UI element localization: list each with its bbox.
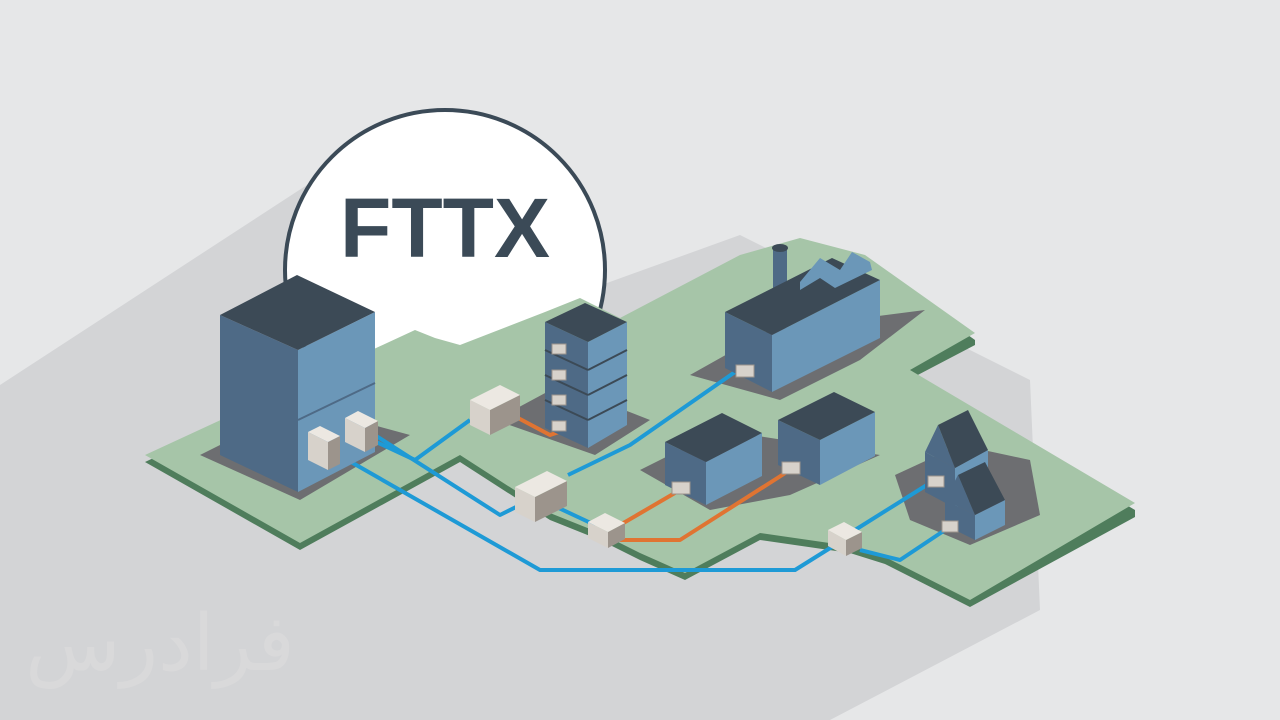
ont-box (551, 343, 567, 355)
box-top (515, 471, 567, 497)
factory-right-face (772, 280, 880, 392)
apartment-floor-line (587, 399, 628, 421)
ont-boxes (551, 343, 959, 533)
factory-chimney-top (772, 244, 788, 252)
house-right-face (975, 500, 1005, 540)
splitter-box-icon (470, 385, 520, 435)
fiber-line (329, 448, 837, 572)
ont-box (551, 420, 567, 432)
box-front (308, 432, 328, 470)
house-gable (925, 425, 955, 468)
house-gable (945, 475, 975, 515)
tower-floor-line (297, 382, 376, 421)
splitter-box-icon (828, 522, 862, 556)
tower-left-face (220, 315, 298, 492)
house-icon (945, 462, 1005, 540)
box-front (588, 522, 608, 548)
splitter-box-icon (515, 471, 567, 522)
box-side (490, 395, 520, 435)
ont-box (941, 520, 959, 533)
apartment-roof (545, 303, 627, 342)
splitter-box-icon (588, 513, 625, 548)
fiber-line (853, 481, 932, 532)
box-front (345, 418, 365, 452)
fiber-cables-blue (329, 370, 947, 572)
house-roof (958, 462, 1005, 515)
ont-box (735, 364, 755, 378)
tower-roof (220, 275, 375, 350)
copper-line (618, 488, 682, 527)
box-side (608, 523, 625, 548)
box-top (470, 385, 520, 410)
warehouse-right-face (820, 412, 875, 485)
fiber-line (371, 418, 472, 462)
box-top (345, 411, 378, 428)
box-front (470, 400, 490, 435)
ont-box (781, 461, 801, 475)
warehouse-roof (778, 392, 875, 440)
splitter-box-icon (345, 411, 378, 452)
splitter-box-icon (308, 426, 340, 470)
fiber-line (567, 370, 737, 477)
fiber-line (859, 528, 947, 562)
box-top (828, 522, 862, 540)
apartment-floor-line (587, 349, 628, 371)
box-top (588, 513, 625, 532)
factory-sawtooth-roof (800, 252, 872, 290)
box-front (828, 530, 846, 556)
warehouse-roof (665, 413, 762, 462)
box-side (365, 421, 378, 452)
watermark-logo-text: فرادرس (25, 599, 295, 690)
house-left-face (945, 500, 975, 540)
box-side (328, 436, 340, 470)
warehouse-right-face (706, 433, 762, 505)
ont-box (551, 394, 567, 406)
house-roof (938, 410, 988, 468)
box-side (535, 481, 567, 522)
warehouse-icon (778, 392, 875, 485)
box-top (308, 426, 340, 442)
office-tower-icon (220, 275, 376, 492)
ont-box (671, 481, 691, 495)
apartment-floor-line (587, 374, 628, 396)
ont-box (551, 369, 567, 381)
box-front (515, 487, 535, 522)
fttx-title: FTTX (340, 181, 550, 275)
copper-line (620, 468, 792, 542)
ont-box (927, 475, 945, 488)
splitter-boxes (308, 343, 959, 556)
